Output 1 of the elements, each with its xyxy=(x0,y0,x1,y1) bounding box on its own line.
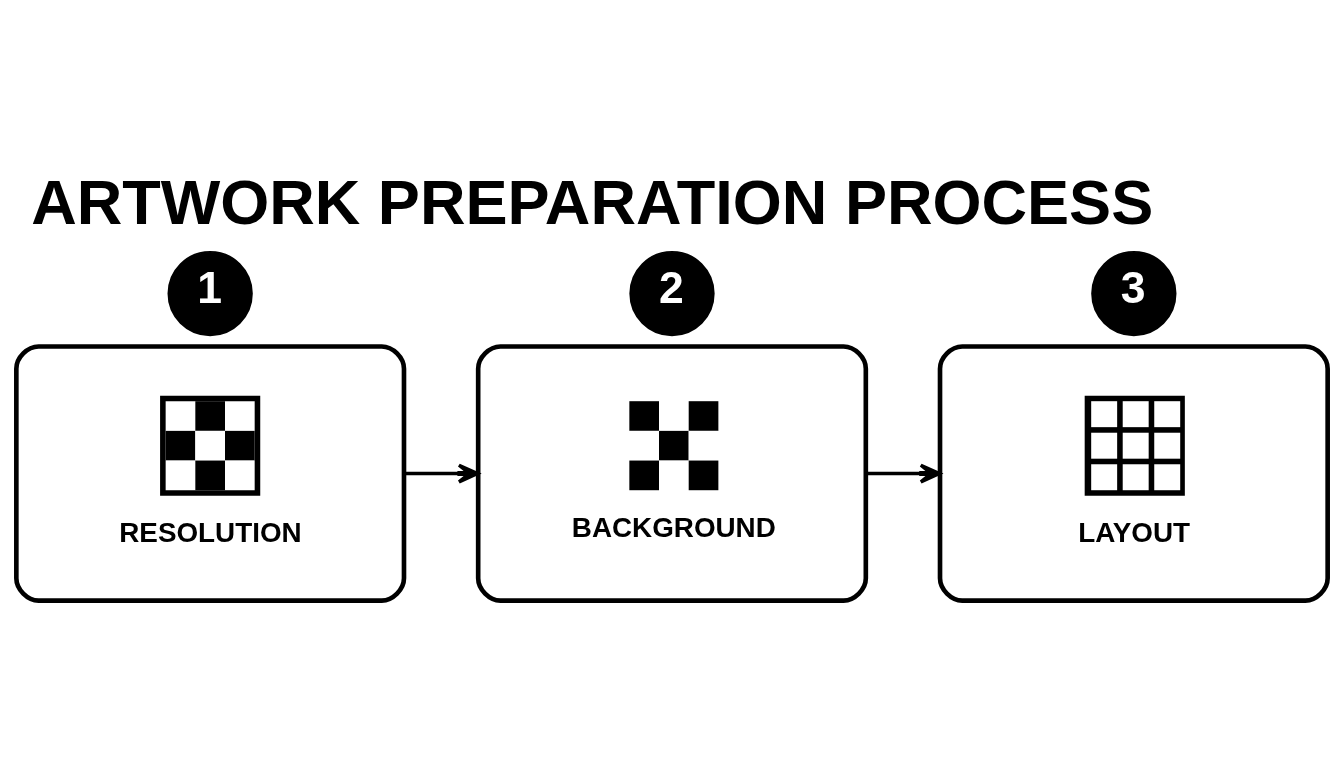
diagram-title: ARTWORK PREPARATION PROCESS xyxy=(31,166,1154,237)
